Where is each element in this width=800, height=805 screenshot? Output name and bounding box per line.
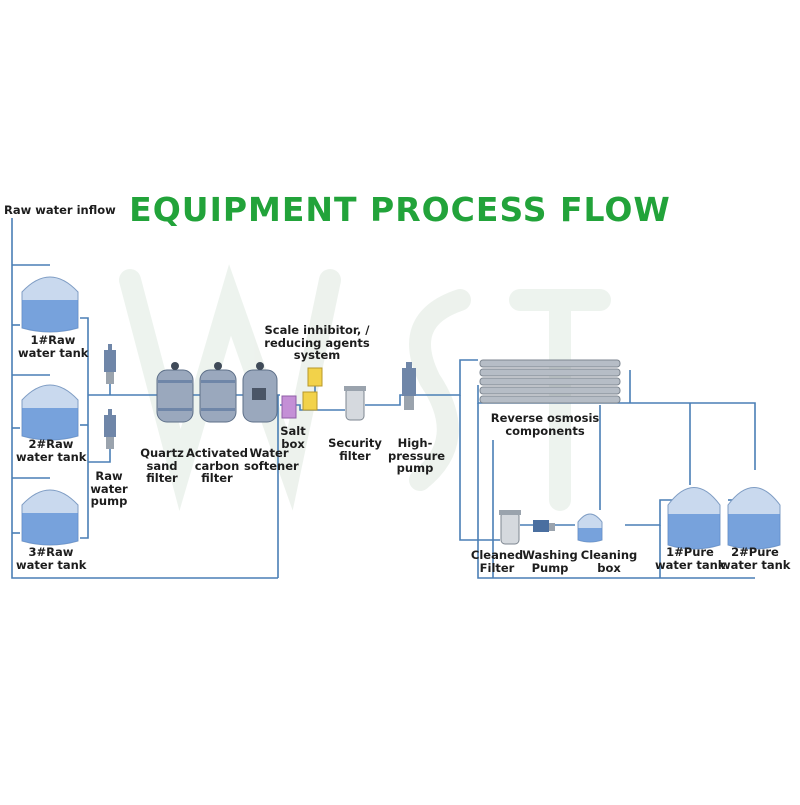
activated-carbon-filter-vessel — [199, 362, 237, 423]
scale-inhibitor-dosing — [302, 367, 323, 411]
raw-tank-2 — [21, 384, 79, 441]
pure-tank-1 — [667, 487, 721, 550]
raw-tank-2-label: 2#Raw water tank — [16, 437, 87, 464]
high-pressure-pump — [402, 362, 416, 410]
quartz-sand-filter-vessel — [156, 362, 194, 423]
pure-tank-2 — [727, 487, 781, 550]
washing-pump — [533, 520, 555, 532]
raw-water-inflow-label: Raw water inflow — [4, 203, 116, 217]
activated-carbon-filter-label: Activated carbon filter — [186, 446, 248, 485]
raw-water-pump-label: Raw water pump — [90, 469, 128, 508]
raw-water-pump-lower — [104, 409, 116, 449]
cleaned-filter-label: Cleaned Filter — [470, 548, 524, 575]
cleaning-box-label: Cleaning box — [580, 548, 638, 575]
salt-box-label: Salt box — [280, 424, 306, 451]
high-pressure-pump-label: High- pressure pump — [388, 436, 446, 475]
reverse-osmosis-membranes — [479, 359, 621, 404]
security-filter-label: Security filter — [328, 436, 382, 463]
reverse-osmosis-label: Reverse osmosis components — [490, 411, 600, 438]
cleaning-box-tank — [577, 513, 603, 543]
raw-tank-1 — [21, 276, 79, 333]
washing-pump-label: Washing Pump — [522, 548, 578, 575]
raw-water-pump-upper — [104, 344, 116, 384]
scale-inhibitor-label: Scale inhibitor, / reducing agents syste… — [264, 323, 370, 362]
diagram-title: EQUIPMENT PROCESS FLOW — [129, 190, 671, 229]
pure-tank-1-label: 1#Pure water tank — [655, 545, 726, 572]
raw-tank-3-label: 3#Raw water tank — [16, 545, 87, 572]
raw-tank-1-label: 1#Raw water tank — [18, 333, 89, 360]
salt-box — [281, 395, 297, 419]
water-softener-vessel — [242, 362, 278, 423]
cleaned-filter-vessel — [499, 510, 521, 545]
quartz-sand-filter-label: Quartz sand filter — [140, 446, 184, 485]
water-softener-label: Water softener — [244, 446, 299, 473]
pure-tank-2-label: 2#Pure water tank — [720, 545, 791, 572]
security-filter-vessel — [344, 386, 366, 421]
raw-tank-3 — [21, 489, 79, 546]
